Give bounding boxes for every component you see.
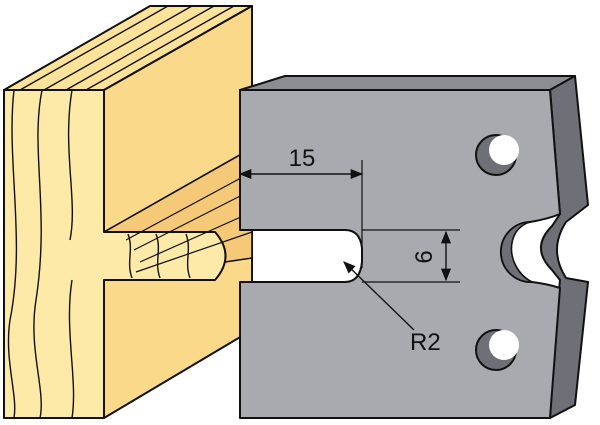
mounting-hole-top xyxy=(475,134,519,176)
wood-top-grain xyxy=(19,5,235,91)
wood-end-grain xyxy=(7,89,75,419)
steel-cutter xyxy=(239,75,589,419)
steel-top-face xyxy=(239,75,576,91)
wood-groove-grain xyxy=(125,171,253,273)
height-dimension-label: 6 xyxy=(411,250,438,263)
wood-workpiece xyxy=(3,5,253,419)
dimension-height: 6 xyxy=(362,229,460,283)
steel-side-face xyxy=(540,75,589,419)
steel-notch-inner xyxy=(500,221,533,283)
wood-end-face xyxy=(3,89,227,419)
radius-dimension-label: R2 xyxy=(410,329,441,356)
mounting-hole-bottom xyxy=(475,329,519,371)
width-dimension-label: 15 xyxy=(289,145,316,172)
dimension-radius: R2 xyxy=(343,261,441,356)
dimension-width: 15 xyxy=(238,145,364,268)
